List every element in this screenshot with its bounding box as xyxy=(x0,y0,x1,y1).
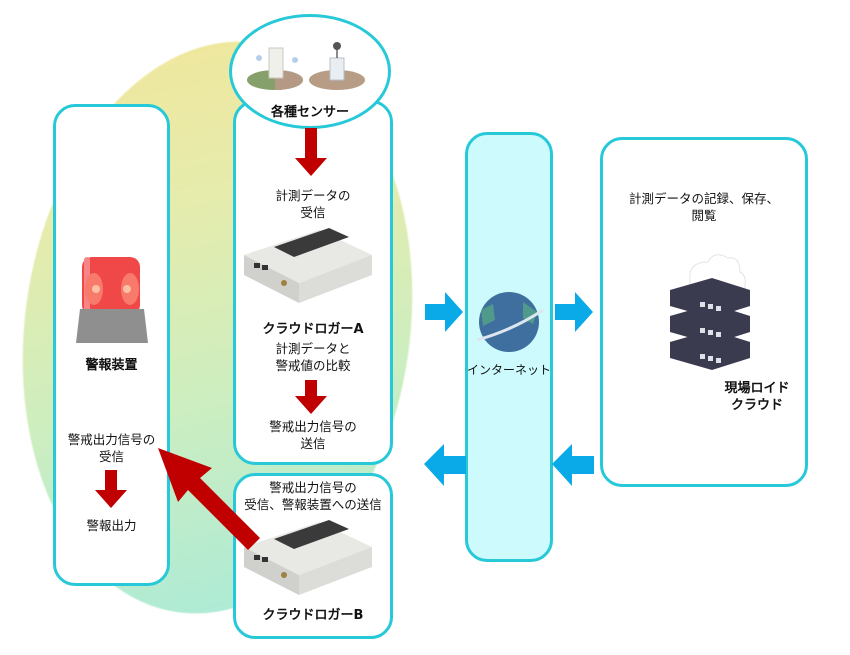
logger-a-send-label-1: 警戒出力信号の xyxy=(269,419,357,434)
cloud-name-2: クラウド xyxy=(730,398,783,413)
blue-left-arrow-icon xyxy=(552,444,594,486)
logger-a-receive-label-1: 計測データの xyxy=(275,188,351,203)
red-down-arrow-icon xyxy=(95,470,127,508)
sensors-panel xyxy=(229,14,391,129)
cloud-logger-b-device-icon xyxy=(244,520,372,595)
logger-b-label-2: 受信、警報装置への送信 xyxy=(244,497,382,512)
alarm-light-icon xyxy=(76,257,148,343)
alarm-output-label: 警報出力 xyxy=(86,518,137,533)
globe-icon xyxy=(476,292,544,352)
cloud-logger-a-device-icon xyxy=(244,228,372,303)
red-down-arrow-icon xyxy=(295,380,327,414)
cloud-desc-2: 閲覧 xyxy=(691,208,717,223)
logger-a-name: クラウドロガーA xyxy=(262,322,364,337)
cloud-desc-1: 計測データの記録、保存、 xyxy=(628,191,779,206)
alarm-device-name: 警報装置 xyxy=(85,358,138,373)
logger-a-send-label-2: 送信 xyxy=(300,436,326,451)
logger-a-receive-label-2: 受信 xyxy=(300,205,326,220)
cloud-server-icon xyxy=(670,254,750,370)
internet-label: インターネット xyxy=(466,363,551,377)
blue-right-arrow-icon xyxy=(555,292,593,332)
alarm-receive-label-2: 受信 xyxy=(98,449,124,464)
logger-b-name: クラウドロガーB xyxy=(262,608,364,623)
sensors-label: 各種センサー xyxy=(270,105,349,120)
cloud-name-1: 現場ロイド xyxy=(724,381,790,396)
red-diagonal-arrow-icon xyxy=(158,448,260,550)
blue-right-arrow-icon xyxy=(425,292,463,332)
sensor-icon xyxy=(247,42,365,90)
logger-a-compare-label-2: 警戒値の比較 xyxy=(275,358,351,373)
alarm-receive-label-1: 警戒出力信号の xyxy=(67,432,156,447)
logger-a-compare-label-1: 計測データと xyxy=(275,341,351,356)
logger-b-label-1: 警戒出力信号の xyxy=(269,480,357,495)
blue-left-arrow-icon xyxy=(424,444,466,486)
red-down-arrow-icon xyxy=(295,128,327,176)
